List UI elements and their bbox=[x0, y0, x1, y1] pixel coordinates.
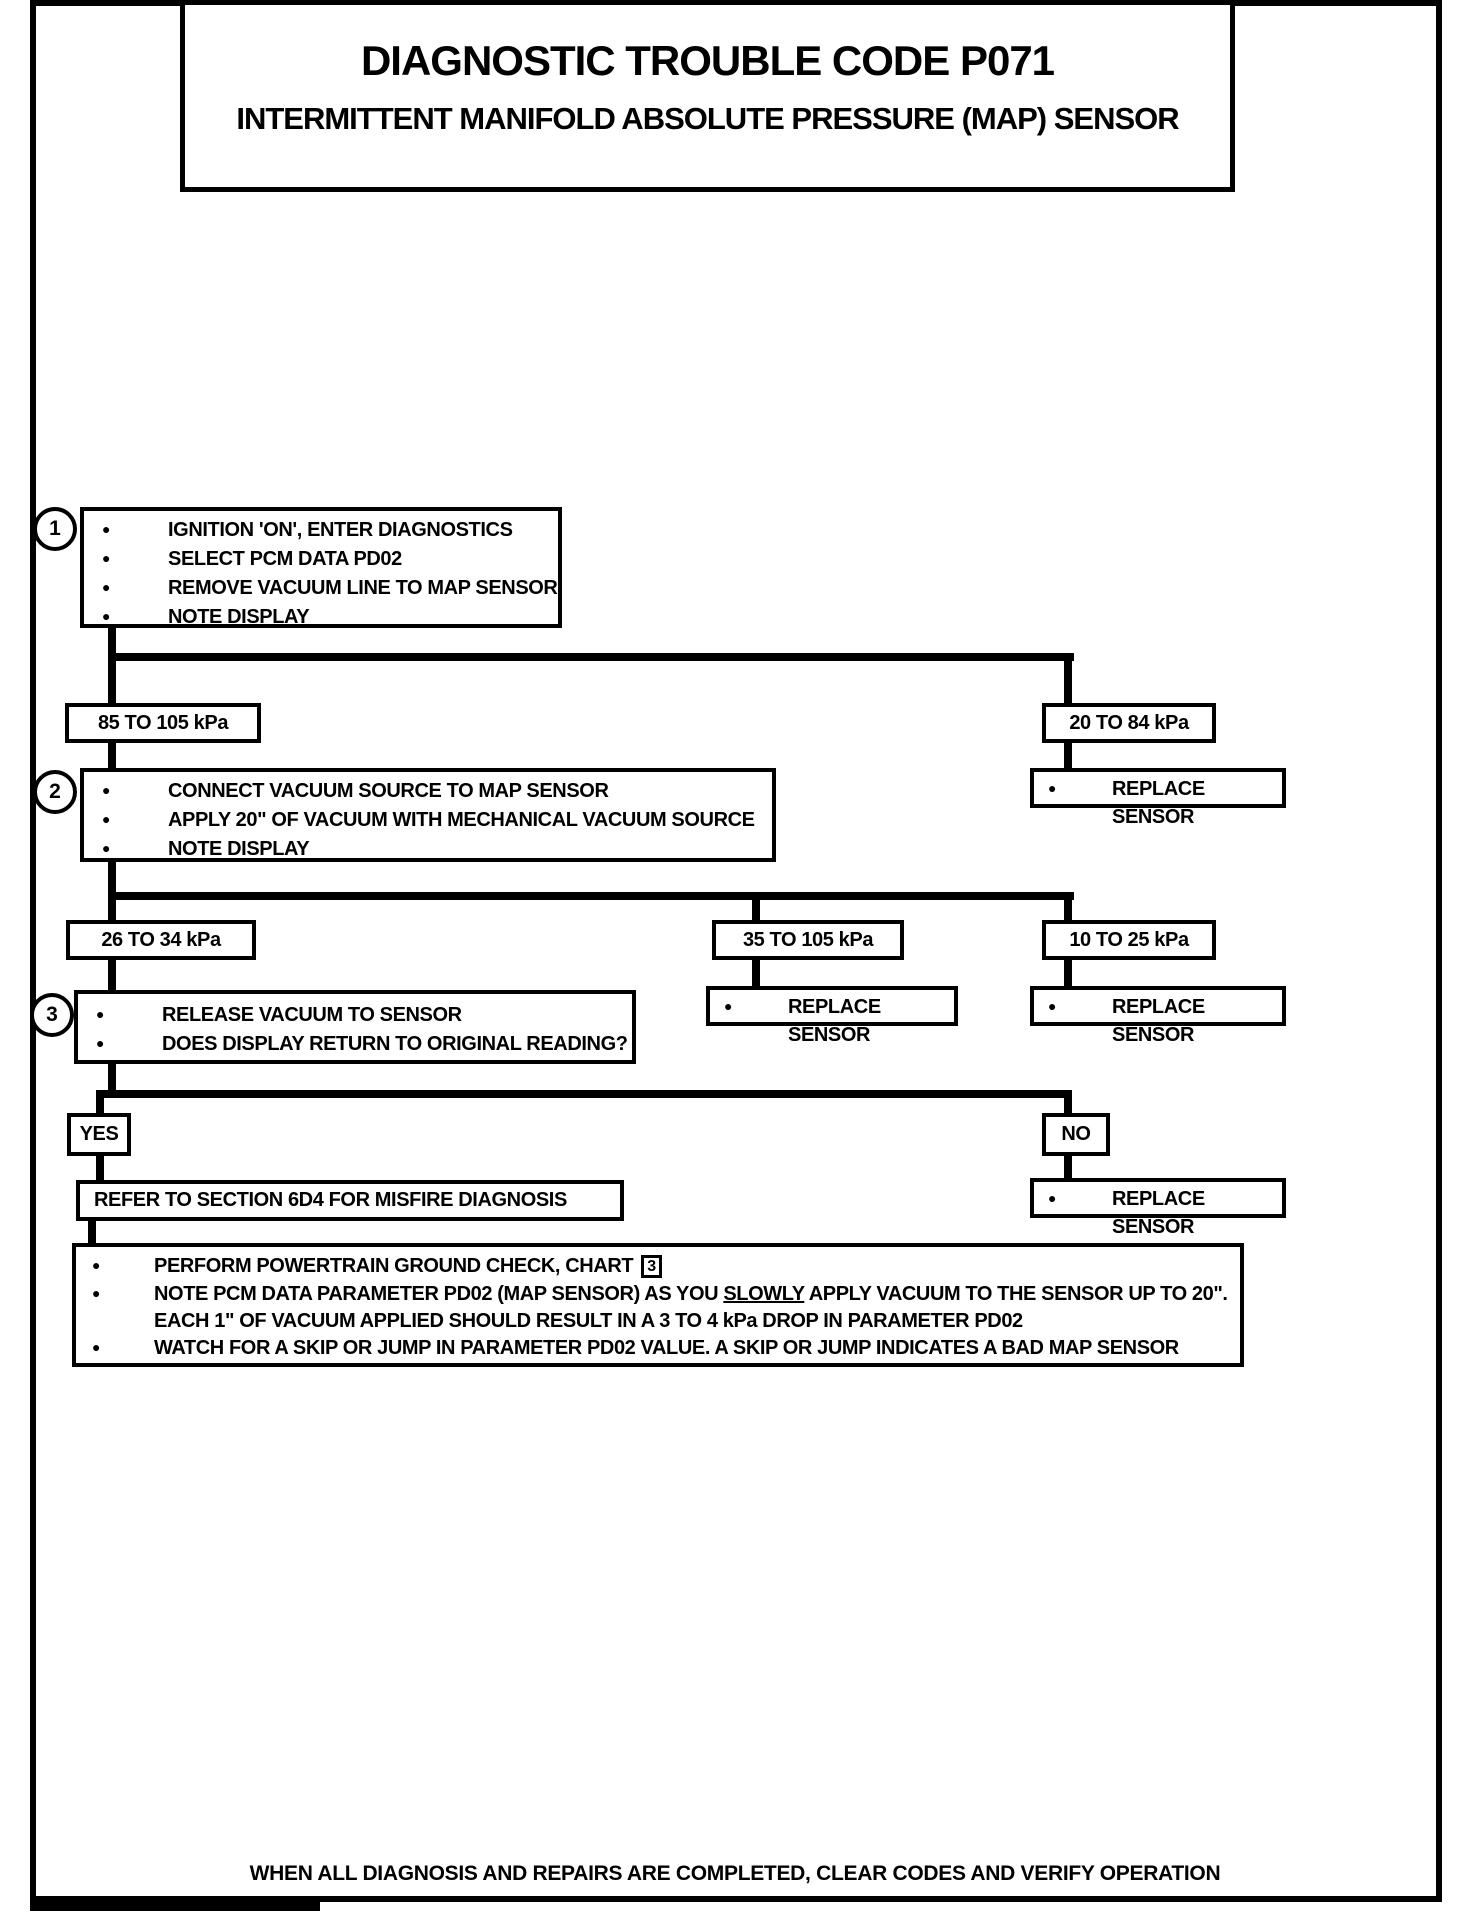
step-1-bullet-2: SELECT PCM DATA PD02 bbox=[84, 545, 558, 574]
flow-connector bbox=[108, 862, 116, 900]
flow-connector bbox=[752, 958, 760, 988]
no-box: NO bbox=[1042, 1113, 1110, 1156]
final-bullet-2: NOTE PCM DATA PARAMETER PD02 (MAP SENSOR… bbox=[76, 1281, 1240, 1335]
final-bullet-3: WATCH FOR A SKIP OR JUMP IN PARAMETER PD… bbox=[76, 1335, 1240, 1363]
flow-connector bbox=[96, 1090, 104, 1115]
flow-connector bbox=[1064, 653, 1072, 707]
bullet-icon bbox=[92, 1335, 118, 1363]
replace-sensor-box-3: REPLACE SENSOR bbox=[1030, 986, 1286, 1046]
bullet-icon bbox=[1048, 1185, 1074, 1214]
flow-connector bbox=[108, 1064, 116, 1098]
refer-section-box: REFER TO SECTION 6D4 FOR MISFIRE DIAGNOS… bbox=[76, 1180, 624, 1221]
step-2-bullet-2: APPLY 20" OF VACUUM WITH MECHANICAL VACU… bbox=[84, 806, 772, 835]
step-1-box: IGNITION 'ON', ENTER DIAGNOSTICS SELECT … bbox=[80, 507, 562, 628]
step-3-bullet-1: RELEASE VACUUM TO SENSOR bbox=[78, 1001, 632, 1030]
flow-connector bbox=[108, 741, 116, 772]
step-3-box: RELEASE VACUUM TO SENSOR DOES DISPLAY RE… bbox=[74, 990, 636, 1064]
bullet-icon bbox=[92, 1281, 118, 1309]
bullet-icon bbox=[102, 574, 128, 603]
flow-connector bbox=[100, 1090, 1072, 1098]
flow-connector bbox=[752, 892, 760, 922]
flow-connector bbox=[108, 628, 116, 660]
step-1-bullet-4: NOTE DISPLAY bbox=[84, 603, 558, 632]
replace-sensor-box-1: REPLACE SENSOR bbox=[1030, 768, 1286, 828]
flow-connector bbox=[1064, 1154, 1072, 1180]
replace-sensor-box-2: REPLACE SENSOR bbox=[706, 986, 958, 1046]
bullet-icon bbox=[1048, 775, 1074, 804]
step-1-bullet-3: REMOVE VACUUM LINE TO MAP SENSOR bbox=[84, 574, 558, 603]
result-label-35-105: 35 TO 105 kPa bbox=[712, 920, 904, 960]
bullet-icon bbox=[102, 835, 128, 864]
flow-connector bbox=[1064, 1090, 1072, 1115]
flow-connector bbox=[108, 653, 116, 707]
step-2-number: 2 bbox=[33, 770, 77, 814]
footer-instruction: WHEN ALL DIAGNOSIS AND REPAIRS ARE COMPL… bbox=[249, 1862, 1221, 1885]
bullet-icon bbox=[96, 1001, 122, 1030]
step-2-box: CONNECT VACUUM SOURCE TO MAP SENSOR APPL… bbox=[80, 768, 776, 862]
step-2-bullet-3: NOTE DISPLAY bbox=[84, 835, 772, 864]
final-checks-box: PERFORM POWERTRAIN GROUND CHECK, CHART3 … bbox=[72, 1243, 1244, 1367]
flow-connector bbox=[1064, 892, 1072, 922]
flow-connector bbox=[1064, 741, 1072, 772]
step-1-bullet-1: IGNITION 'ON', ENTER DIAGNOSTICS bbox=[84, 516, 558, 545]
flow-connector bbox=[108, 892, 116, 922]
yes-box: YES bbox=[67, 1113, 131, 1156]
page-subtitle: INTERMITTENT MANIFOLD ABSOLUTE PRESSURE … bbox=[236, 101, 1179, 136]
result-label-10-25: 10 TO 25 kPa bbox=[1042, 920, 1216, 960]
step-3-bullet-2: DOES DISPLAY RETURN TO ORIGINAL READING? bbox=[78, 1030, 632, 1059]
bullet-icon bbox=[724, 993, 750, 1022]
bullet-icon bbox=[102, 806, 128, 835]
bullet-icon bbox=[102, 545, 128, 574]
bullet-icon bbox=[96, 1030, 122, 1059]
step-3-number: 3 bbox=[30, 993, 74, 1037]
flow-connector bbox=[108, 892, 1074, 900]
chart-ref-badge: 3 bbox=[641, 1255, 662, 1278]
bullet-icon bbox=[102, 777, 128, 806]
bullet-icon bbox=[1048, 993, 1074, 1022]
result-label-85-105: 85 TO 105 kPa bbox=[65, 703, 261, 743]
flow-connector bbox=[88, 1219, 96, 1245]
title-box: DIAGNOSTIC TROUBLE CODE P071 INTERMITTEN… bbox=[180, 0, 1235, 192]
page-title: DIAGNOSTIC TROUBLE CODE P071 bbox=[360, 37, 1055, 84]
step-1-number: 1 bbox=[33, 507, 77, 551]
flow-connector bbox=[108, 958, 116, 992]
flow-connector bbox=[108, 653, 1074, 661]
result-label-26-34: 26 TO 34 kPa bbox=[66, 920, 256, 960]
bullet-icon bbox=[92, 1253, 118, 1281]
page-border-bottom-left bbox=[30, 1898, 320, 1911]
bullet-icon bbox=[102, 516, 128, 545]
emphasis-slowly: SLOWLY bbox=[723, 1283, 805, 1305]
flow-connector bbox=[1064, 958, 1072, 988]
flow-connector bbox=[96, 1154, 104, 1182]
step-2-bullet-1: CONNECT VACUUM SOURCE TO MAP SENSOR bbox=[84, 777, 772, 806]
result-label-20-84: 20 TO 84 kPa bbox=[1042, 703, 1216, 743]
replace-sensor-box-4: REPLACE SENSOR bbox=[1030, 1178, 1286, 1238]
